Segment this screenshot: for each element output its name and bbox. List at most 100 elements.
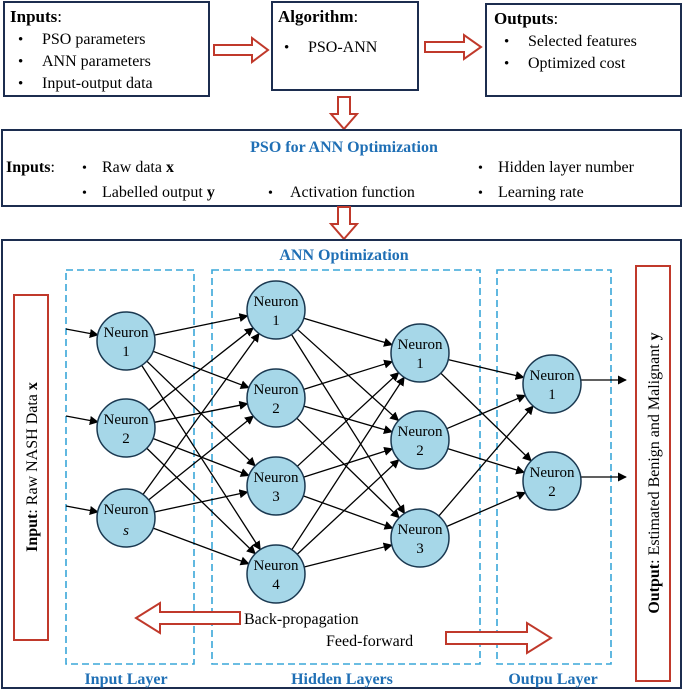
neuron-index: s xyxy=(123,523,129,539)
inputs-box-title: Inputs: xyxy=(10,7,62,26)
bullet: • xyxy=(284,40,289,56)
pso-item: Labelled output y xyxy=(102,184,215,201)
back-propagation-label: Back-propagation xyxy=(244,611,359,628)
connection xyxy=(303,359,394,390)
output-neurons: Neuron 1 Neuron 2 xyxy=(522,354,582,511)
connection xyxy=(146,447,256,555)
input-neurons: Neuron 1 Neuron 2 Neuron s xyxy=(96,311,156,548)
output-side-label: Output: Estimated Benign and Malignant y xyxy=(646,332,663,613)
neuron-output-1 xyxy=(522,354,582,414)
neuron-label: Neuron xyxy=(254,470,299,486)
hidden-neurons-layer-b: Neuron 1 Neuron 2 Neuron 3 xyxy=(390,323,450,568)
bullet: • xyxy=(504,34,509,50)
input-side-box: Input: Raw NASH Data x xyxy=(13,294,49,641)
neuron-index: 3 xyxy=(272,489,280,505)
neuron-hidden-a-4 xyxy=(246,544,306,604)
connection xyxy=(152,437,250,477)
connection xyxy=(303,317,394,347)
neuron-label: Neuron xyxy=(530,465,575,481)
connection xyxy=(440,372,532,462)
connection xyxy=(296,372,400,467)
connection xyxy=(438,405,534,517)
neuron-input-2 xyxy=(96,398,156,458)
neuron-index: 2 xyxy=(272,401,280,417)
bullet: • xyxy=(18,32,23,48)
neuron-index: 2 xyxy=(122,431,130,447)
neuron-label: Neuron xyxy=(398,522,443,538)
bullet: • xyxy=(18,76,23,92)
hidden-layers-box xyxy=(211,269,481,665)
bullet: • xyxy=(82,186,87,201)
neuron-hidden-a-1 xyxy=(246,280,306,340)
connection xyxy=(152,527,250,566)
connection xyxy=(290,334,406,515)
neuron-label: Neuron xyxy=(398,337,443,353)
neuron-index: 3 xyxy=(416,541,424,557)
connection xyxy=(296,417,400,519)
pso-inputs-label: Inputs: xyxy=(6,159,55,176)
neuron-hidden-b-3 xyxy=(390,508,450,568)
input-arrow xyxy=(65,505,99,515)
algorithm-box-title: Algorithm: xyxy=(278,7,358,26)
connection xyxy=(303,542,393,568)
neuron-label: Neuron xyxy=(254,294,299,310)
neuron-hidden-a-2 xyxy=(246,368,306,428)
neuron-index: 1 xyxy=(548,387,556,403)
pso-item: Activation function xyxy=(290,184,415,201)
neuron-label: Neuron xyxy=(104,412,149,428)
pso-item: Learning rate xyxy=(498,184,584,201)
network-connections xyxy=(65,313,627,568)
neuron-hidden-b-1 xyxy=(390,323,450,383)
feed-forward-label: Feed-forward xyxy=(326,633,413,650)
inputs-item: ANN parameters xyxy=(42,53,151,70)
input-layer-box xyxy=(65,269,195,665)
inputs-box: Inputs: • PSO parameters • ANN parameter… xyxy=(3,1,210,97)
neuron-index: 4 xyxy=(272,577,280,593)
connection xyxy=(154,313,249,336)
bullet: • xyxy=(478,186,483,201)
neuron-label: Neuron xyxy=(398,424,443,440)
inputs-item: PSO parameters xyxy=(42,31,146,48)
ann-title: ANN Optimization xyxy=(279,247,408,264)
connection xyxy=(148,415,255,501)
arrow-down-icon xyxy=(328,206,360,241)
outputs-box: Outputs: • Selected features • Optimized… xyxy=(485,3,682,97)
bullet: • xyxy=(18,54,23,70)
input-arrow xyxy=(65,328,99,338)
connection xyxy=(154,489,249,513)
algorithm-box: Algorithm: • PSO-ANN xyxy=(271,1,419,91)
bullet: • xyxy=(268,186,273,201)
neuron-label: Neuron xyxy=(254,558,299,574)
connection xyxy=(148,327,254,411)
neuron-index: 2 xyxy=(548,484,556,500)
arrow-right-icon xyxy=(213,36,270,64)
bullet: • xyxy=(478,161,483,176)
outputs-box-title: Outputs: xyxy=(494,9,558,28)
algorithm-item: PSO-ANN xyxy=(308,39,378,56)
neuron-label: Neuron xyxy=(104,502,149,518)
hidden-neurons-layer-a: Neuron 1 Neuron 2 Neuron 3 Neuron 4 xyxy=(246,280,306,604)
neuron-input-s xyxy=(96,488,156,548)
neuron-label: Neuron xyxy=(530,368,575,384)
neuron-input-1 xyxy=(96,311,156,371)
pso-box: PSO for ANN Optimization Inputs: • Raw d… xyxy=(1,129,682,207)
connection xyxy=(296,459,400,555)
connection xyxy=(142,332,260,495)
output-layer-box xyxy=(496,269,612,665)
output-layer-label: Outpu Layer xyxy=(508,671,597,688)
input-layer-label: Input Layer xyxy=(84,671,167,688)
connection xyxy=(448,358,525,380)
input-arrow xyxy=(65,415,99,425)
pso-title: PSO for ANN Optimization xyxy=(250,139,438,156)
hidden-layers-label: Hidden Layers xyxy=(291,671,393,688)
arrow-right-icon xyxy=(424,33,483,61)
back-propagation-arrow-icon xyxy=(134,601,241,635)
arrow-down-icon xyxy=(328,96,360,131)
pso-item: Hidden layer number xyxy=(498,159,635,176)
input-side-label: Input: Raw NASH Data x xyxy=(24,382,41,552)
outputs-item: Optimized cost xyxy=(528,55,626,72)
neuron-index: 1 xyxy=(272,313,280,329)
neuron-index: 2 xyxy=(416,443,424,459)
neuron-output-2 xyxy=(522,451,582,511)
